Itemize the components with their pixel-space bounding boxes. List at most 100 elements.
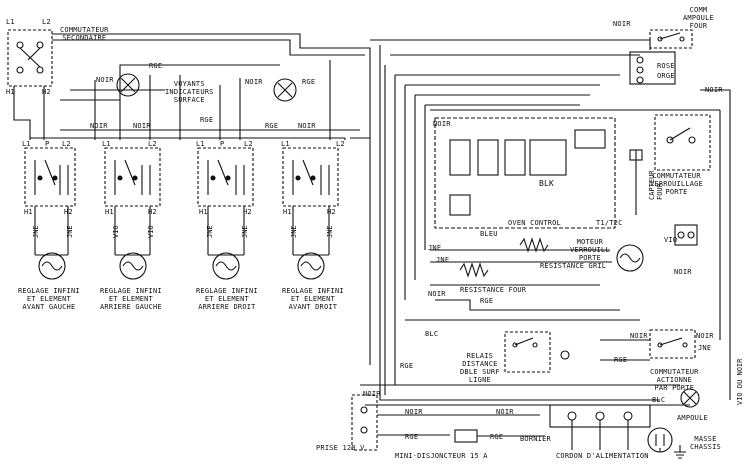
- bornier-block: [549, 404, 651, 450]
- outlet-120v: [351, 394, 540, 451]
- terminal-h2-a: H2: [64, 208, 73, 216]
- wire-tag-rge-3: RGE: [200, 116, 214, 124]
- wire-tag-noir-7: NOIR: [705, 86, 723, 94]
- top-wiring: [13, 33, 371, 365]
- terminal-l2-b: L2: [148, 140, 157, 148]
- door-lock-switch-label: COMMUTATEUR VERROUILLAGE PORTE: [650, 172, 703, 196]
- wire-tag-rose: ROSE: [657, 62, 675, 70]
- lead-tag-jne-6: JNE: [326, 225, 334, 238]
- wire-tag-blc-2: BLC: [652, 396, 666, 404]
- relay: [504, 331, 570, 373]
- element-label-lr: REGLAGE INFINI ET ELEMENT ARRIERE GAUCHE: [100, 287, 162, 311]
- wire-tag-rge-4: RGE: [265, 122, 279, 130]
- ground-symbol: [674, 445, 686, 459]
- terminal-p-a: P: [45, 140, 50, 148]
- wire-tag-rge-6: RGE: [400, 362, 414, 370]
- t1t2c-label: T1/T2C: [596, 219, 623, 227]
- motor-terminals: [674, 224, 698, 246]
- terminal-h2-b: H2: [148, 208, 157, 216]
- terminal-block: [629, 51, 676, 85]
- lead-tag-jne-4: JNE: [241, 225, 249, 238]
- element-label-rr: REGLAGE INFINI ET ELEMENT ARRIERE DROIT: [196, 287, 258, 311]
- oven-resistance-label: RESISTANCE FOUR: [460, 286, 527, 294]
- infinite-switch-lr: [104, 147, 161, 207]
- infinite-switch-rr: [197, 147, 254, 207]
- wire-tag-jne-1: JNE: [428, 244, 442, 252]
- oven-lamp-switch: [649, 29, 693, 49]
- terminal-h1-b: H1: [105, 208, 114, 216]
- oven-lamp-switch-label: COMM AMPOULE FOUR: [683, 6, 714, 30]
- wire-tag-noir-6: NOIR: [613, 20, 631, 28]
- terminal-l1-c: L1: [196, 140, 205, 148]
- blk-label: BLK: [539, 179, 555, 188]
- surface-element-lf: [38, 252, 66, 280]
- terminal-l1-b: L1: [102, 140, 111, 148]
- terminal-l1-d: L1: [281, 140, 290, 148]
- surface-element-lr: [119, 252, 147, 280]
- wire-tag-orge: ORGE: [657, 72, 675, 80]
- wire-tag-noir-3: NOIR: [90, 122, 108, 130]
- wire-tag-noir-11: NOIR: [405, 408, 423, 416]
- lead-tag-vio-1: VIO: [112, 225, 120, 238]
- terminal-h1-c: H1: [199, 208, 208, 216]
- grill-resistance: [519, 237, 549, 253]
- bulb-label: AMPOULE: [677, 414, 708, 422]
- terminal-l1-sec: L1: [6, 18, 15, 26]
- surface-element-rr: [212, 252, 240, 280]
- door-lock-motor: [430, 244, 644, 272]
- lead-tag-vio-2: VIO: [147, 225, 155, 238]
- wire-tag-rge-8: RGE: [490, 433, 504, 441]
- door-lock-switch: [654, 114, 711, 171]
- relay-label: RELAIS DISTANCE DBLE SURF LIGNE: [460, 352, 500, 384]
- wire-tag-rge-2: RGE: [302, 78, 316, 86]
- indicator-light-right: [273, 78, 297, 102]
- wire-tag-noir-12: NOIR: [496, 408, 514, 416]
- bornier-label: BORNIER: [520, 435, 551, 443]
- element-label-lf: REGLAGE INFINI ET ELEMENT AVANT GAUCHE: [18, 287, 80, 311]
- wire-tag-noir-9: NOIR: [428, 290, 446, 298]
- oven-sensor-label: CAPTEUR FOUR: [648, 170, 664, 200]
- wire-tag-blc-1: BLC: [425, 330, 439, 338]
- lead-tag-jne-2: JNE: [66, 225, 74, 238]
- outlet-label: PRISE 120 V: [316, 444, 365, 452]
- grill-resistance-label: RESISTANCE GRIL: [540, 262, 607, 270]
- wire-tag-rge-1: RGE: [149, 62, 163, 70]
- indicator-light-left: [116, 73, 140, 97]
- terminal-l2-c: L2: [244, 140, 253, 148]
- terminal-l2-a: L2: [62, 140, 71, 148]
- terminal-h2-sec: H2: [42, 88, 51, 96]
- wire-tag-jne-2: JNE: [436, 256, 450, 264]
- lead-tag-jne-3: JNE: [206, 225, 214, 238]
- mini-breaker: [454, 429, 545, 443]
- terminal-h2-c: H2: [243, 208, 252, 216]
- wire-tag-noir-4: NOIR: [133, 122, 151, 130]
- terminal-h1-d: H1: [283, 208, 292, 216]
- vio-du-noir-label: VIO DU NOIR: [736, 358, 744, 405]
- terminal-h1-a: H1: [24, 208, 33, 216]
- wire-tag-rge-5: RGE: [480, 297, 494, 305]
- wire-tag-noir-14: NOIR: [696, 332, 714, 340]
- secondary-switch-label: COMMUTATEUR SECONDAIRE: [60, 26, 109, 42]
- terminal-l2-sec: L2: [42, 18, 51, 26]
- terminal-l1-a: L1: [22, 140, 31, 148]
- element-leads: [34, 206, 330, 256]
- wire-tag-bleu: BLEU: [480, 230, 498, 238]
- ground-label: MASSE CHASSIS: [690, 435, 721, 451]
- power-cord-label: CORDON D'ALIMENTATION: [556, 452, 649, 460]
- oven-control-board: [434, 117, 616, 229]
- oven-sensor: [629, 149, 643, 215]
- oven-bulb: [680, 388, 700, 408]
- oven-resistance: [405, 262, 640, 321]
- secondary-switch: [7, 29, 53, 100]
- wire-tag-noir-13: NOIR: [630, 332, 648, 340]
- surface-element-rf: [297, 252, 325, 280]
- wire-tag-jne-3: JNE: [698, 344, 712, 352]
- terminal-l2-d: L2: [336, 140, 345, 148]
- oven-control-label: OVEN CONTROL: [508, 219, 561, 227]
- element-label-rf: REGLAGE INFINI ET ELEMENT AVANT DROIT: [282, 287, 344, 311]
- door-switch-label: COMMUTATEUR ACTIONNE PAR PORTE: [650, 368, 699, 392]
- wire-tag-vio: VIO: [664, 236, 678, 244]
- lock-motor-label: MOTEUR VERROUILL PORTE: [570, 238, 610, 262]
- wire-tag-noir-2: NOIR: [245, 78, 263, 86]
